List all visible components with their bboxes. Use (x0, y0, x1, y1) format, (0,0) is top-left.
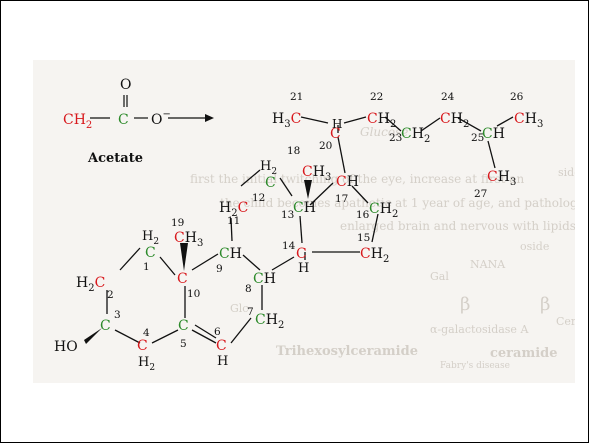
background-textbook-text: Glucose side first the initial twitching… (190, 125, 575, 371)
c1-hydrogen: H2 (142, 229, 159, 247)
c7-methylene: CH2 (255, 312, 284, 331)
c27-methyl: CH3 (487, 169, 516, 188)
num-9: 9 (216, 263, 223, 275)
arrow-head-icon (205, 114, 214, 122)
c17-methine: CH (336, 174, 359, 190)
cholesterol-bonds (84, 116, 514, 344)
c6-hydrogen: H (217, 354, 228, 369)
num-7: 7 (247, 306, 254, 318)
num-10: 10 (187, 288, 200, 300)
bg-glc: Glc (230, 302, 248, 315)
c12-carbon: C (265, 175, 276, 191)
cholesterol-atoms: H3C C H CH2 CH2 CH2 CH CH3 CH3 CH3 CH H2… (54, 111, 543, 373)
num-26: 26 (510, 91, 524, 103)
bg-beta2: β (460, 294, 470, 315)
c20-methine: C (330, 126, 341, 142)
c2-methylene: H2C (76, 275, 105, 294)
num-5: 5 (180, 338, 187, 350)
num-11: 11 (227, 215, 240, 227)
c23-methylene: CH2 (401, 126, 430, 145)
acetate-ch2: CH2 (63, 112, 92, 131)
c1-carbon: C (145, 245, 156, 261)
num-1: 1 (143, 261, 150, 273)
bg-ceramide: ceramide (490, 346, 558, 361)
textbook-photo: Glucose side first the initial twitching… (33, 60, 575, 383)
c4-hydrogen: H2 (138, 355, 155, 373)
bg-line2: the child becomes apathetic at 1 year of… (220, 196, 575, 210)
c16-methylene: CH2 (369, 201, 398, 220)
num-15: 15 (357, 232, 370, 244)
num-25: 25 (471, 132, 484, 144)
bg-glucose: Glucose (360, 125, 408, 139)
acetate-oxygen-top: O (120, 77, 131, 93)
bg-gal: Gal (430, 270, 449, 283)
c18-methyl: CH3 (302, 164, 331, 183)
c14-hydrogen: H (298, 261, 309, 276)
num-12: 12 (252, 192, 265, 204)
num-27: 27 (474, 188, 487, 200)
num-14: 14 (282, 240, 296, 252)
bg-line3: enlarged brain and nervous with lipids, … (340, 219, 575, 233)
ho-wedge-bond (84, 328, 102, 344)
num-22: 22 (370, 91, 383, 103)
c13-carbon: CH (293, 200, 316, 216)
acetate-carbonyl-carbon: C (118, 112, 129, 128)
num-4: 4 (143, 327, 150, 339)
num-6: 6 (214, 326, 221, 338)
acetate-reagent: CH2 C O O− Acetate (63, 77, 214, 166)
c5-carbon: C (178, 318, 189, 334)
c11-methylene: H2C (219, 200, 248, 219)
c8-methine: CH (253, 271, 276, 287)
num-19: 19 (171, 217, 184, 229)
hydroxyl-group: HO (54, 339, 78, 355)
num-17: 17 (335, 193, 348, 205)
c22-methylene: CH2 (367, 111, 396, 130)
bg-beta1: β (540, 294, 550, 315)
num-8: 8 (245, 283, 252, 295)
c14-carbon: C (296, 246, 307, 262)
c21-methyl: H3C (272, 111, 301, 130)
num-13: 13 (281, 209, 294, 221)
carbon-position-numbers: 21 22 24 26 23 25 20 18 12 11 13 17 16 2… (107, 91, 524, 350)
c15-methylene: CH2 (360, 246, 389, 265)
c12-hydrogen: H2 (260, 159, 277, 177)
c6-carbon: C (216, 338, 227, 354)
num-2: 2 (107, 289, 114, 301)
num-23: 23 (389, 132, 402, 144)
c10-carbon: C (177, 271, 188, 287)
num-21: 21 (290, 91, 303, 103)
num-3: 3 (114, 309, 121, 321)
bg-fabry: Fabry's disease (440, 361, 510, 371)
bg-side: side (558, 166, 575, 179)
acetate-label: Acetate (87, 151, 143, 166)
num-16: 16 (356, 209, 370, 221)
bg-trihex: Trihexosylceramide (276, 344, 418, 359)
c26-methyl: CH3 (514, 111, 543, 130)
c18-wedge-bond (304, 180, 312, 199)
bg-nana: NANA (470, 258, 506, 271)
c25-methine: CH (482, 126, 505, 142)
c9-methine: CH (219, 246, 242, 262)
bg-cer: Cer (556, 315, 575, 328)
bg-oside: oside (520, 240, 549, 253)
c3-carbon: C (100, 318, 111, 334)
c24-methylene: CH2 (440, 111, 469, 130)
acetate-oxygen: O− (151, 109, 171, 128)
c4-carbon: C (137, 338, 148, 354)
cholesterol-synthesis-diagram: Glucose side first the initial twitching… (54, 77, 575, 373)
bg-line1: first the initial twitching of the eye, … (190, 172, 525, 186)
c19-wedge-bond (180, 243, 188, 271)
c20-hydrogen: H (332, 117, 342, 131)
num-18: 18 (287, 145, 300, 157)
bg-galactosidase: α-galactosidase A (430, 323, 529, 336)
num-20: 20 (319, 140, 332, 152)
num-24: 24 (441, 91, 455, 103)
c19-methyl: CH3 (174, 230, 203, 249)
